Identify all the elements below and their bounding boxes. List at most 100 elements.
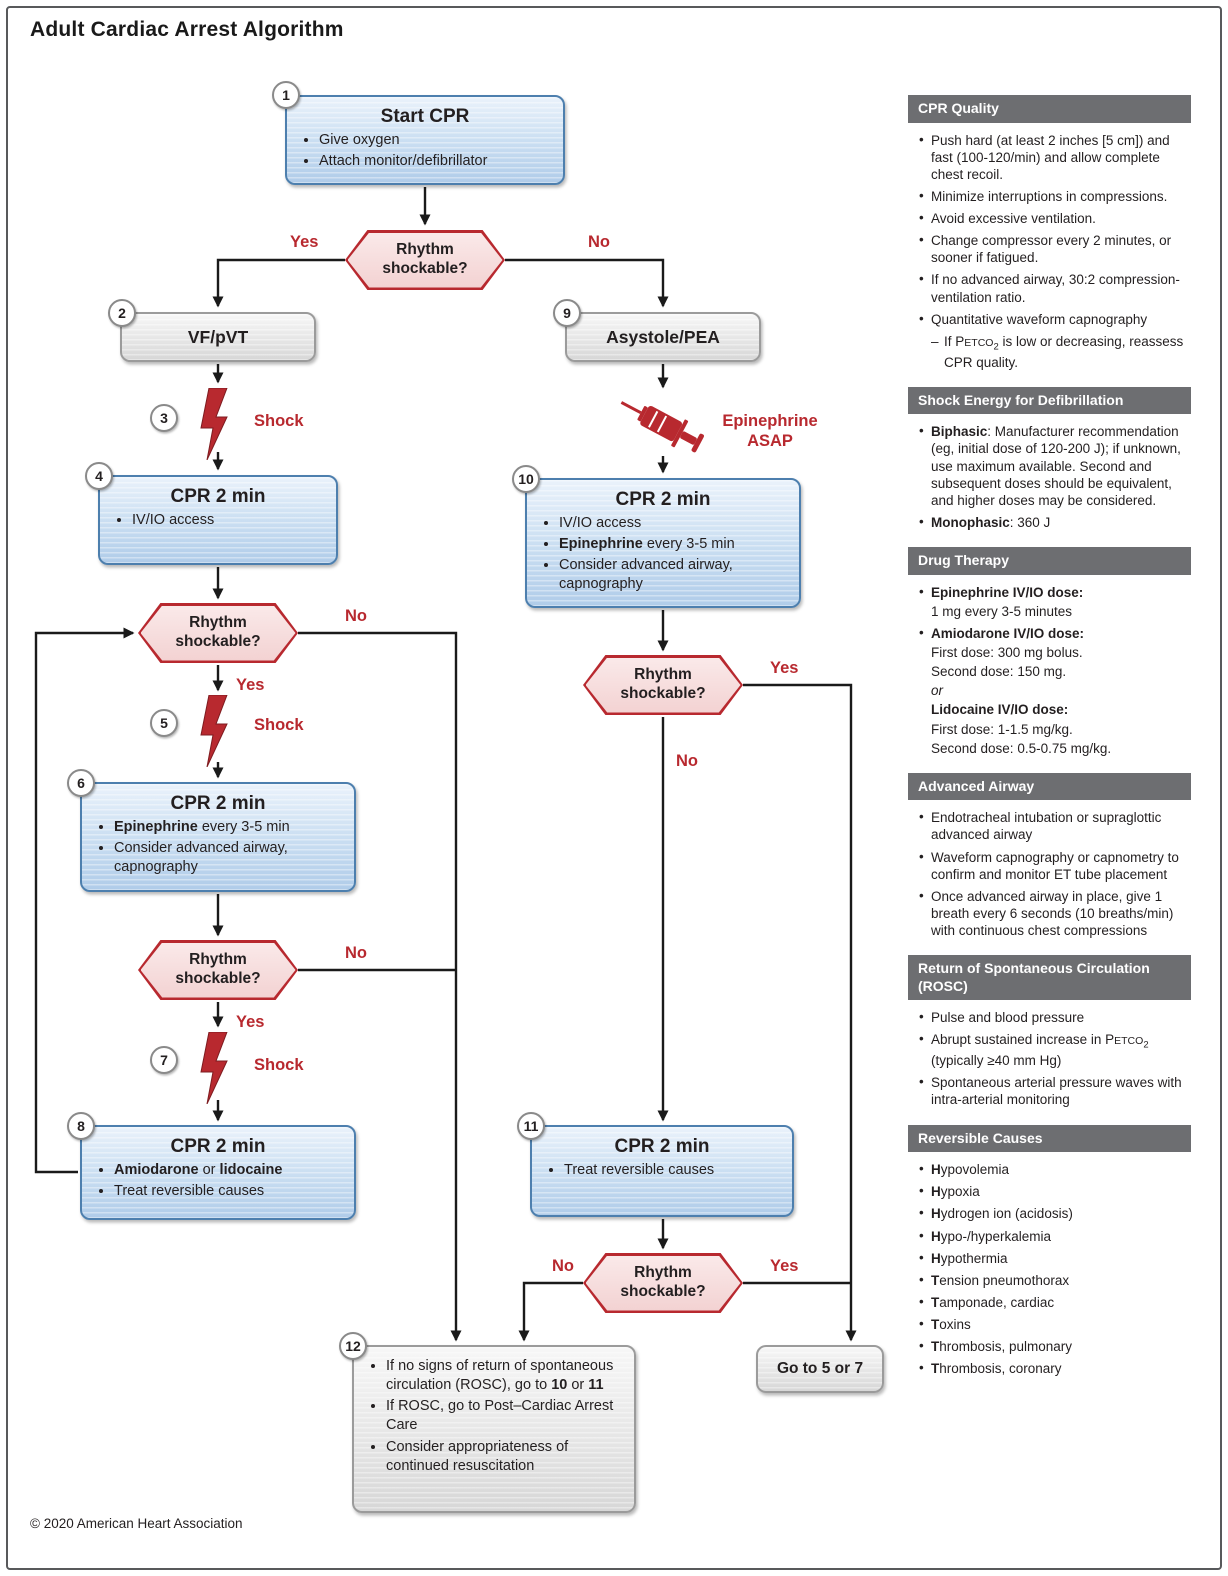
connector-decision1-yes	[212, 258, 345, 308]
step-number-8: 8	[67, 1112, 95, 1140]
sidebar-panel-cpr-quality: CPR Quality Push hard (at least 2 inches…	[908, 95, 1191, 380]
shock-label: Shock	[254, 1056, 304, 1074]
shock-bolt-icon	[200, 695, 228, 767]
step-number-4: 4	[85, 462, 113, 490]
step-number-9: 9	[553, 299, 581, 327]
decision-label: Rhythm shockable?	[620, 1264, 706, 1300]
sidebar-item: Thrombosis, pulmonary	[918, 1337, 1185, 1355]
sidebar-item: Amiodarone IV/IO dose:	[918, 624, 1185, 642]
copyright-text: © 2020 American Heart Association	[30, 1516, 243, 1531]
yes-label: Yes	[236, 1013, 265, 1031]
sidebar-item: Hypovolemia	[918, 1160, 1185, 1178]
sidebar-item: or	[931, 683, 944, 699]
shock-bolt-icon	[200, 388, 228, 460]
no-label: No	[345, 607, 367, 625]
step-number-3: 3	[150, 404, 178, 432]
sidebar-item: If PETCO2 is low or decreasing, reassess…	[918, 333, 1185, 371]
sidebar-item: Change compressor every 2 minutes, or so…	[918, 231, 1185, 266]
sidebar-item: Hypo-/hyperkalemia	[918, 1226, 1185, 1245]
sidebar-item: Lidocaine IV/IO dose:	[931, 702, 1069, 718]
sidebar-item: Abrupt sustained increase in PETCO2 (typ…	[918, 1030, 1185, 1069]
node-bullet: IV/IO access	[132, 511, 324, 530]
decision-rhythm-shockable-2: Rhythm shockable?	[138, 603, 298, 663]
epinephrine-label-line2: ASAP	[747, 431, 793, 450]
connector-decision4-yes-to-goto	[743, 683, 857, 1342]
sidebar-item: Toxins	[918, 1315, 1185, 1333]
sidebar-item: Hypothermia	[918, 1249, 1185, 1267]
yes-label: Yes	[770, 659, 799, 677]
step-number-1: 1	[272, 81, 300, 109]
node-title: Start CPR	[380, 106, 470, 127]
sidebar-item: Tension pneumothorax	[918, 1271, 1185, 1289]
yes-label: Yes	[290, 233, 319, 251]
sidebar-item: Thrombosis, coronary	[918, 1359, 1185, 1377]
sidebar-item: Second dose: 150 mg.	[931, 664, 1067, 680]
decision-label: Rhythm shockable?	[175, 614, 261, 650]
node-cpr-2min-11: CPR 2 min Treat reversible causes	[530, 1125, 794, 1217]
yes-label: Yes	[236, 676, 265, 694]
node-outcome-12: If no signs of return of spontaneous cir…	[352, 1345, 636, 1513]
panel-header: Return of Spontaneous Circulation (ROSC)	[908, 955, 1191, 1001]
node-title: CPR 2 min	[170, 486, 266, 507]
sidebar-item: Minimize interruptions in compressions.	[918, 187, 1185, 205]
sidebar: CPR Quality Push hard (at least 2 inches…	[908, 95, 1191, 1393]
sidebar-item: First dose: 300 mg bolus.	[931, 645, 1083, 660]
sidebar-panel-drug-therapy: Drug Therapy Epinephrine IV/IO dose: 1 m…	[908, 547, 1191, 766]
node-bullet-list: Epinephrine every 3-5 min Consider advan…	[94, 818, 342, 877]
node-bullet: Consider appropriateness of continued re…	[386, 1438, 622, 1476]
panel-header: Shock Energy for Defibrillation	[908, 386, 1191, 415]
sidebar-item: Spontaneous arterial pressure waves with…	[918, 1073, 1185, 1108]
node-bullet-list: Give oxygen Attach monitor/defibrillator	[299, 131, 551, 171]
node-title: CPR 2 min	[614, 1136, 710, 1157]
node-bullet: Attach monitor/defibrillator	[319, 152, 551, 171]
sidebar-item: Quantitative waveform capnography	[918, 310, 1185, 328]
node-bullet-list: IV/IO access	[112, 511, 324, 530]
node-bullet: Epinephrine every 3-5 min	[114, 818, 342, 837]
sidebar-item: Avoid excessive ventilation.	[918, 209, 1185, 227]
node-bullet: Consider advanced airway, capnography	[559, 556, 787, 594]
panel-header: CPR Quality	[908, 95, 1191, 123]
page-title: Adult Cardiac Arrest Algorithm	[30, 18, 344, 41]
node-bullet: Epinephrine every 3-5 min	[559, 535, 787, 554]
node-bullet: Treat reversible causes	[114, 1182, 342, 1201]
decision-rhythm-shockable-3: Rhythm shockable?	[138, 940, 298, 1000]
decision-label: Rhythm shockable?	[175, 951, 261, 987]
epinephrine-label-line1: Epinephrine	[722, 412, 818, 430]
connector-decision2-no-to-outcome	[298, 631, 462, 1342]
node-asystole-pea: Asystole/PEA	[565, 312, 761, 362]
panel-header: Drug Therapy	[908, 547, 1191, 575]
connector-cpr8-loop-to-decision2	[34, 627, 135, 1174]
node-bullet-list: Treat reversible causes	[544, 1161, 780, 1180]
node-bullet-list: If no signs of return of spontaneous cir…	[366, 1357, 622, 1476]
sidebar-item: 1 mg every 3-5 minutes	[931, 603, 1073, 619]
node-bullet: Consider advanced airway, capnography	[114, 839, 342, 877]
decision-rhythm-shockable-1: Rhythm shockable?	[345, 230, 505, 290]
no-label: No	[588, 233, 610, 251]
no-label: No	[345, 944, 367, 962]
node-label: VF/pVT	[187, 326, 249, 347]
node-bullet: Treat reversible causes	[564, 1161, 780, 1180]
sidebar-item: Push hard (at least 2 inches [5 cm]) and…	[918, 130, 1185, 183]
sidebar-item: Epinephrine IV/IO dose:	[918, 583, 1185, 601]
node-bullet: Amiodarone or lidocaine	[114, 1161, 342, 1180]
shock-label: Shock	[254, 716, 304, 734]
sidebar-panel-advanced-airway: Advanced Airway Endotracheal intubation …	[908, 772, 1191, 948]
panel-header: Advanced Airway	[908, 772, 1191, 801]
node-cpr-2min-10: CPR 2 min IV/IO access Epinephrine every…	[525, 478, 801, 608]
shock-label: Shock	[254, 412, 304, 430]
decision-rhythm-shockable-5: Rhythm shockable?	[583, 1253, 743, 1313]
step-number-7: 7	[150, 1046, 178, 1074]
sidebar-item: Endotracheal intubation or supraglottic …	[918, 808, 1185, 843]
node-bullet: Give oxygen	[319, 131, 551, 150]
step-number-10: 10	[512, 465, 540, 493]
node-label: Go to 5 or 7	[776, 1360, 864, 1377]
sidebar-item: Biphasic: Manufacturer recommendation (e…	[918, 422, 1185, 509]
connector-decision1-no	[505, 258, 669, 308]
node-title: CPR 2 min	[170, 1136, 266, 1157]
syringe-icon	[620, 401, 704, 453]
step-number-5: 5	[150, 709, 178, 737]
shock-bolt-icon	[200, 1032, 228, 1104]
node-goto-5-or-7: Go to 5 or 7	[756, 1345, 884, 1393]
